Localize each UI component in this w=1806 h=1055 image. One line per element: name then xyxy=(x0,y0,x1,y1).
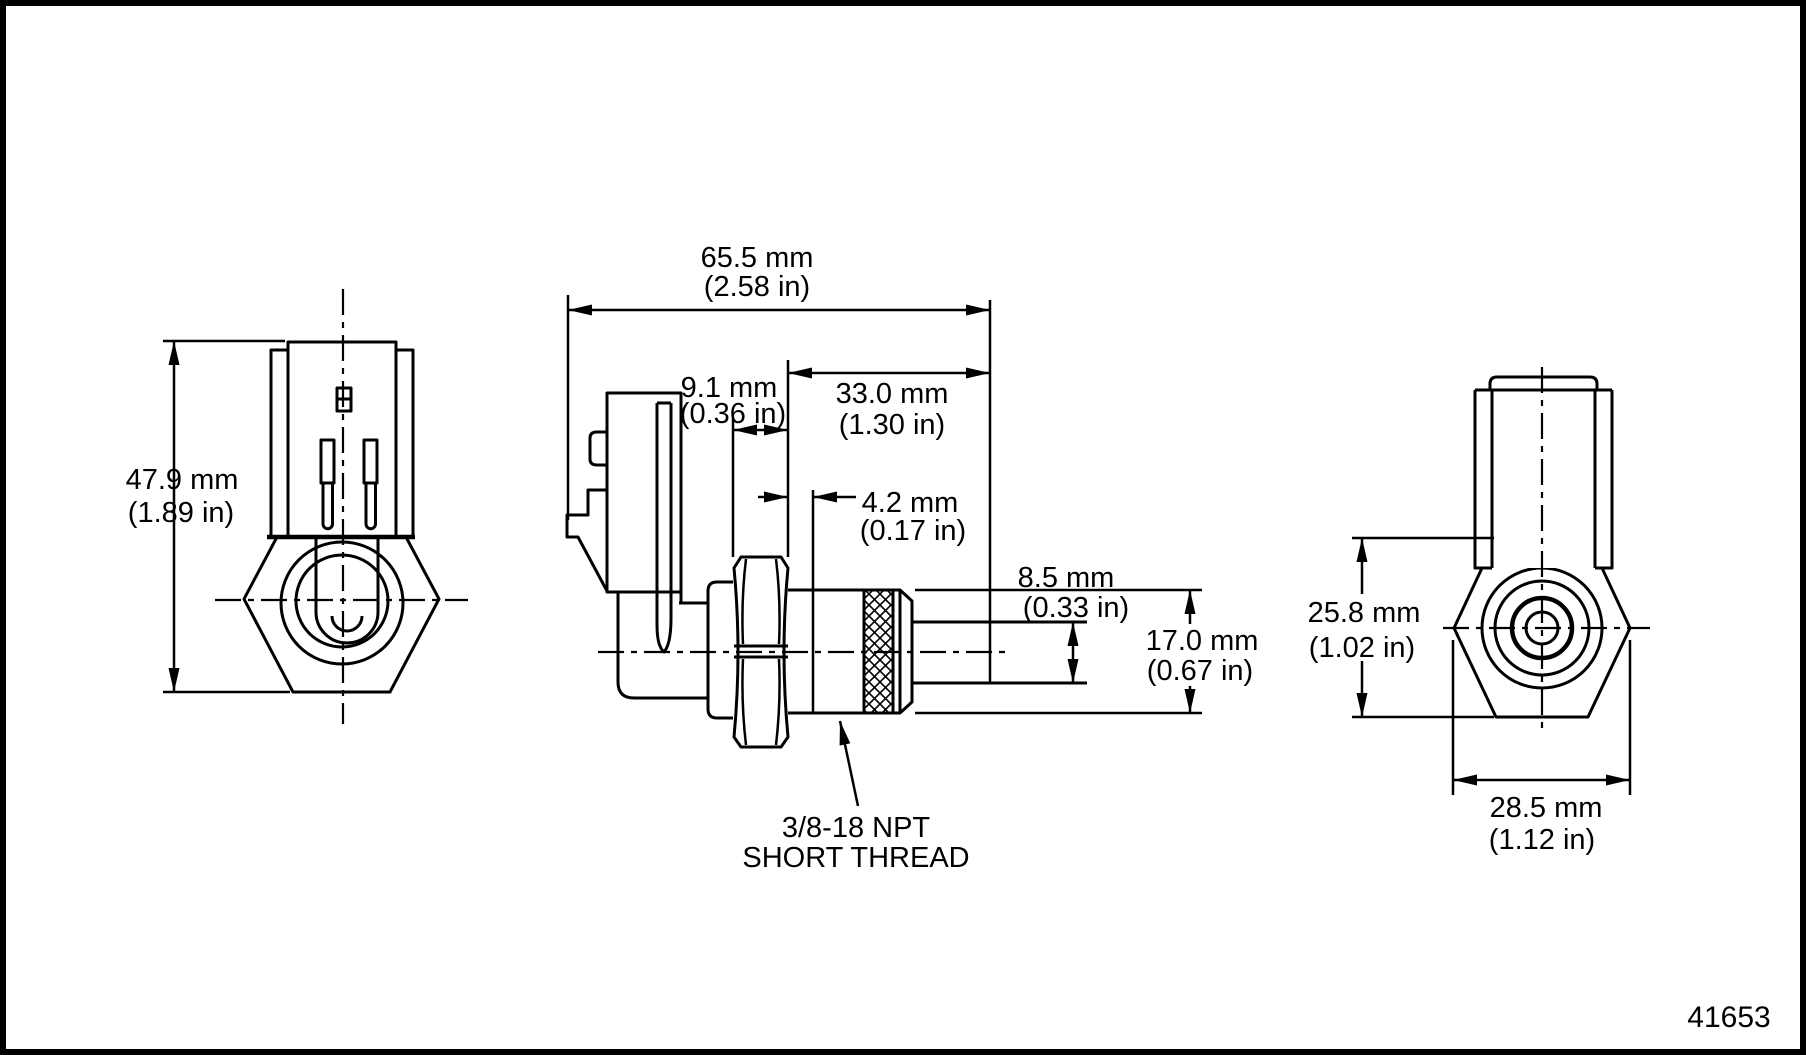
dimension-hex-across-corners: 28.5 mm (1.12 in) xyxy=(1451,640,1632,856)
dimension-hex-depth: 9.1 mm (0.36 in) xyxy=(680,372,788,557)
dimension-body-diameter: 17.0 mm (0.67 in) xyxy=(1146,590,1259,713)
dim-body-diameter-mm: 17.0 mm xyxy=(1146,625,1259,657)
dimension-tip-diameter: 8.5 mm (0.33 in) xyxy=(1018,562,1129,683)
thread-note: 3/8-18 NPT SHORT THREAD xyxy=(742,720,970,874)
dimension-overall-height: 47.9 mm (1.89 in) xyxy=(126,339,290,694)
front-connector-rail-left xyxy=(269,348,288,537)
dimension-overall-length: 65.5 mm (2.58 in) xyxy=(566,242,990,520)
dim-body-diameter-in: (0.67 in) xyxy=(1147,655,1253,687)
extension-lines xyxy=(1451,640,1632,795)
dim-overall-length-in: (2.58 in) xyxy=(704,271,810,303)
dim-seat-to-thread-in: (0.17 in) xyxy=(860,515,966,547)
dim-overall-height-mm: 47.9 mm xyxy=(126,464,239,496)
front-terminal-pin-right xyxy=(364,483,377,531)
dim-overall-height-in: (1.89 in) xyxy=(128,497,234,529)
dimension-hex-across-flats: 25.8 mm (1.02 in) xyxy=(1308,536,1494,719)
dim-overall-length-mm: 65.5 mm xyxy=(701,242,814,274)
front-terminal-pin-left xyxy=(321,483,334,531)
side-view xyxy=(565,300,1202,749)
front-probe-tip-arc xyxy=(330,615,364,633)
side-hex-facet-arcs xyxy=(741,558,781,746)
dim-hex-depth-in: (0.36 in) xyxy=(680,398,786,430)
side-elbow-housing xyxy=(616,593,708,700)
dim-hex-across-flats-in: (1.02 in) xyxy=(1309,632,1415,664)
side-hex-band xyxy=(734,644,788,659)
side-body-dia-extension-lines xyxy=(915,588,1202,715)
side-contact-tip xyxy=(655,592,673,654)
dim-seat-to-thread-mm: 4.2 mm xyxy=(862,487,959,519)
dim-hex-across-corners-in: (1.12 in) xyxy=(1489,824,1595,856)
side-latch-ramp xyxy=(565,488,609,592)
dimension-seat-to-thread: 4.2 mm (0.17 in) xyxy=(758,487,966,547)
dim-seat-to-tip-mm: 33.0 mm xyxy=(836,378,949,410)
front-terminal-left xyxy=(319,438,336,485)
side-connector-body xyxy=(605,391,683,594)
extension-lines xyxy=(1352,536,1494,719)
front-probe-tube xyxy=(314,537,380,645)
dim-hex-across-corners-mm: 28.5 mm xyxy=(1490,792,1603,824)
dim-hex-depth-mm: 9.1 mm xyxy=(681,372,778,404)
dim-tip-diameter-in: (0.33 in) xyxy=(1023,592,1129,624)
leader-line xyxy=(838,720,860,807)
dim-hex-across-flats-mm: 25.8 mm xyxy=(1308,597,1421,629)
end-view xyxy=(1443,367,1650,733)
side-connector-slot xyxy=(655,401,673,592)
side-latch-nose xyxy=(588,430,607,467)
thread-note-line2: SHORT THREAD xyxy=(742,842,969,874)
dimension-seat-to-tip: 33.0 mm (1.30 in) xyxy=(786,360,990,557)
end-connector-cap xyxy=(1488,375,1599,390)
front-view xyxy=(215,287,468,724)
side-hex-nut xyxy=(732,555,790,749)
figure-number: 41653 xyxy=(1687,1001,1770,1034)
end-connector-mask xyxy=(1473,375,1614,568)
side-elbow-step xyxy=(679,592,708,605)
end-connector-rails xyxy=(1473,390,1614,570)
dim-seat-to-tip-in: (1.30 in) xyxy=(839,409,945,441)
dim-tip-diameter-mm: 8.5 mm xyxy=(1018,562,1115,594)
side-probe xyxy=(912,620,1087,685)
front-connector-rail-right xyxy=(396,348,415,537)
side-shoulder-washer xyxy=(706,580,733,720)
front-terminal-right xyxy=(362,438,379,485)
side-barrel xyxy=(788,588,864,715)
thread-note-line1: 3/8-18 NPT xyxy=(782,812,931,844)
